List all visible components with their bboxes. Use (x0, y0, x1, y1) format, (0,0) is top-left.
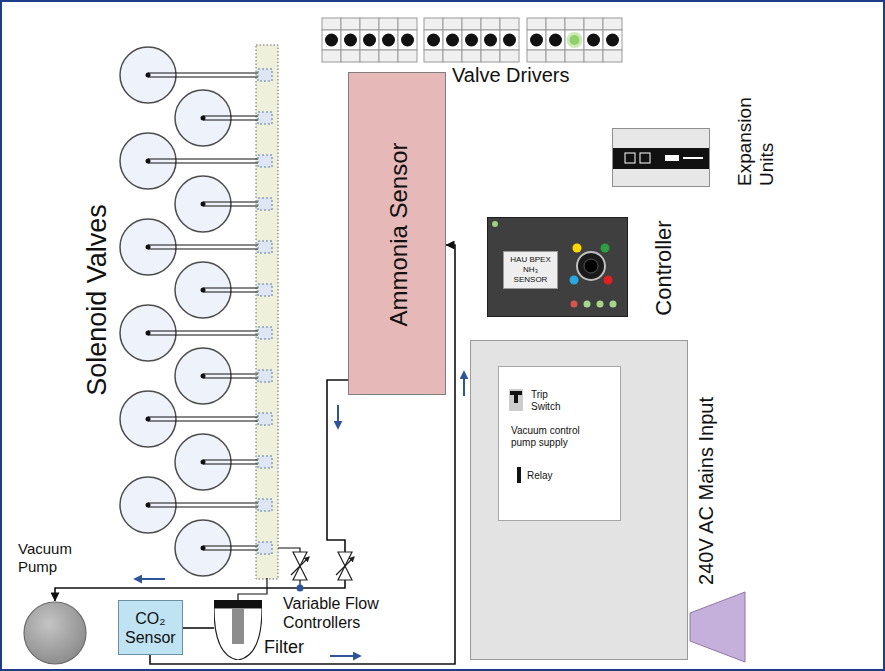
button-dot (601, 244, 610, 253)
controller-box: ControllerHAU BPEX NH₃ SENSOR (487, 217, 628, 317)
button-dot (604, 276, 613, 285)
co2-sensor: CO₂ Sensor (118, 600, 183, 655)
button-dot (573, 244, 582, 253)
solenoid-valve (175, 90, 272, 146)
flow-arrow (135, 578, 165, 580)
module-port (625, 153, 635, 163)
expansion-unit: Expansion Units (612, 128, 710, 187)
module-port (640, 153, 650, 163)
node-text: Vacuum control pump supply (511, 425, 601, 449)
flow-controller (291, 552, 309, 580)
valve-driver (424, 18, 443, 62)
pump-body (24, 602, 86, 664)
button-dot (570, 276, 579, 285)
status-led (610, 301, 617, 308)
solenoid-valve (175, 520, 272, 576)
node-text: HAU BPEX NH₃ SENSOR (503, 251, 558, 289)
node-text: Vacuum Pump (18, 540, 88, 576)
knob-center (584, 259, 598, 273)
valve-driver (443, 18, 462, 62)
valve-driver (565, 18, 584, 62)
status-led (597, 301, 604, 308)
flow-line (183, 627, 214, 629)
valve-driver (546, 18, 565, 62)
control-knob (577, 252, 605, 280)
flow-arrow (330, 655, 360, 657)
valve-driver (322, 18, 341, 62)
sensor-box: Ammonia Sensor (348, 72, 446, 395)
relay-symbol (517, 467, 521, 483)
expansion-module (613, 129, 709, 186)
node-text: CO₂ Sensor (125, 609, 176, 647)
heading-label: Expansion Units (734, 86, 778, 186)
solenoid-valve (175, 434, 272, 490)
switch-body (509, 389, 523, 411)
module-slot (665, 155, 679, 161)
filter-symbol (214, 600, 262, 660)
valve-driver (584, 18, 603, 62)
valve-driver (341, 18, 360, 62)
filter-cap (214, 600, 262, 608)
control-panel: Trip SwitchVacuum control pump supplyRel… (498, 366, 621, 521)
solenoid-valve (175, 262, 272, 318)
node-text: Filter (264, 636, 304, 658)
valve-driver (462, 18, 481, 62)
valve-driver (398, 18, 417, 62)
valve-driver (481, 18, 500, 62)
flow-line (55, 380, 348, 601)
status-led (568, 34, 581, 47)
flow-arrow (337, 405, 339, 428)
valve-driver (500, 18, 519, 62)
heading-label: 240V AC Mains Input (694, 397, 718, 585)
part-label: Valve Drivers (452, 63, 569, 87)
filter-body (214, 608, 262, 660)
valve-driver (603, 18, 622, 62)
power-led (492, 221, 498, 227)
solenoid-valve (175, 176, 272, 232)
node-text: Relay (527, 470, 553, 482)
junction-dot (297, 585, 304, 592)
flow-controller (336, 552, 354, 580)
part-label: Solenoid Valves (81, 204, 113, 396)
vacuum-pump: Vacuum Pump (23, 601, 87, 665)
switch-lever (514, 395, 518, 403)
status-led (571, 301, 578, 308)
mains-plug (690, 592, 745, 662)
module-slot (683, 157, 703, 159)
filter: Filter (214, 600, 262, 660)
valve-driver (360, 18, 379, 62)
heading-label: Ammonia Sensor (384, 142, 413, 326)
pump-symbol (23, 601, 87, 665)
valve-driver (379, 18, 398, 62)
node-text: Trip Switch (531, 389, 573, 413)
status-led (584, 301, 591, 308)
module-band (613, 148, 709, 169)
heading-label: Controller (650, 220, 676, 315)
switch-lever (510, 391, 522, 395)
sample-tube (238, 578, 267, 600)
part-label: Variable Flow Controllers (283, 594, 423, 632)
filter-element (232, 608, 244, 644)
flow-arrow (463, 372, 465, 396)
solenoid-valve (175, 348, 272, 404)
mains-enclosure: Trip SwitchVacuum control pump supplyRel… (470, 340, 688, 660)
valve-driver (527, 18, 546, 62)
